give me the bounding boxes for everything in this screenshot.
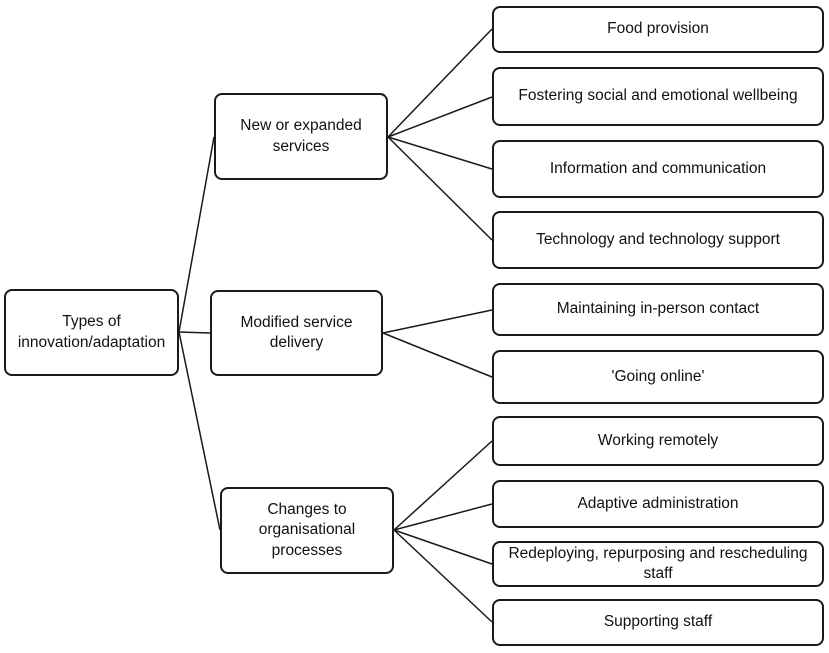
leaf-label: 'Going online' [611,367,705,385]
leaf-label: Food provision [607,20,709,38]
leaf-node: Redeploying, repurposing and reschedulin… [492,541,824,587]
leaf-node: Fostering social and emotional wellbeing [492,67,824,126]
leaf-label: Supporting staff [603,613,713,631]
connector-root-branch-2 [178,331,211,334]
leaf-node: 'Going online' [492,350,824,404]
leaf-node: Working remotely [492,416,824,466]
leaf-label: Information and communication [549,159,767,177]
connector-b1-c2 [387,96,493,138]
connector-root-branch-1 [178,136,215,333]
leaf-node: Technology and technology support [492,211,824,269]
branch-node-modified-delivery: Modified service delivery [210,290,383,376]
connector-b2-c1 [382,309,493,334]
root-label: Types of innovation/adaptation [17,313,166,351]
connector-b1-c1 [387,28,493,138]
connector-b3-c2 [393,503,493,531]
connector-root-branch-3 [178,331,221,531]
leaf-label: Adaptive administration [577,494,739,512]
connector-b1-c3 [387,136,493,170]
branch-label: Modified service delivery [240,313,353,351]
branch-label: New or expanded services [240,117,362,155]
connector-b3-c3 [393,529,493,565]
leaf-node: Supporting staff [492,599,824,646]
leaf-label: Maintaining in-person contact [556,300,760,318]
root-node: Types of innovation/adaptation [4,289,179,376]
branch-node-organisational-processes: Changes to organisational processes [220,487,394,574]
connector-b2-c2 [382,332,493,378]
connector-b3-c1 [393,440,493,531]
connector-b3-c4 [393,529,493,623]
leaf-node: Food provision [492,6,824,53]
leaf-node: Maintaining in-person contact [492,283,824,336]
leaf-node: Information and communication [492,140,824,198]
leaf-label: Working remotely [597,431,719,449]
leaf-label: Fostering social and emotional wellbeing [518,87,798,105]
branch-node-new-services: New or expanded services [214,93,388,180]
leaf-label: Redeploying, repurposing and reschedulin… [508,544,808,582]
leaf-node: Adaptive administration [492,480,824,528]
connector-b1-c4 [387,136,493,241]
leaf-label: Technology and technology support [536,230,780,248]
branch-label: Changes to organisational processes [258,501,356,559]
